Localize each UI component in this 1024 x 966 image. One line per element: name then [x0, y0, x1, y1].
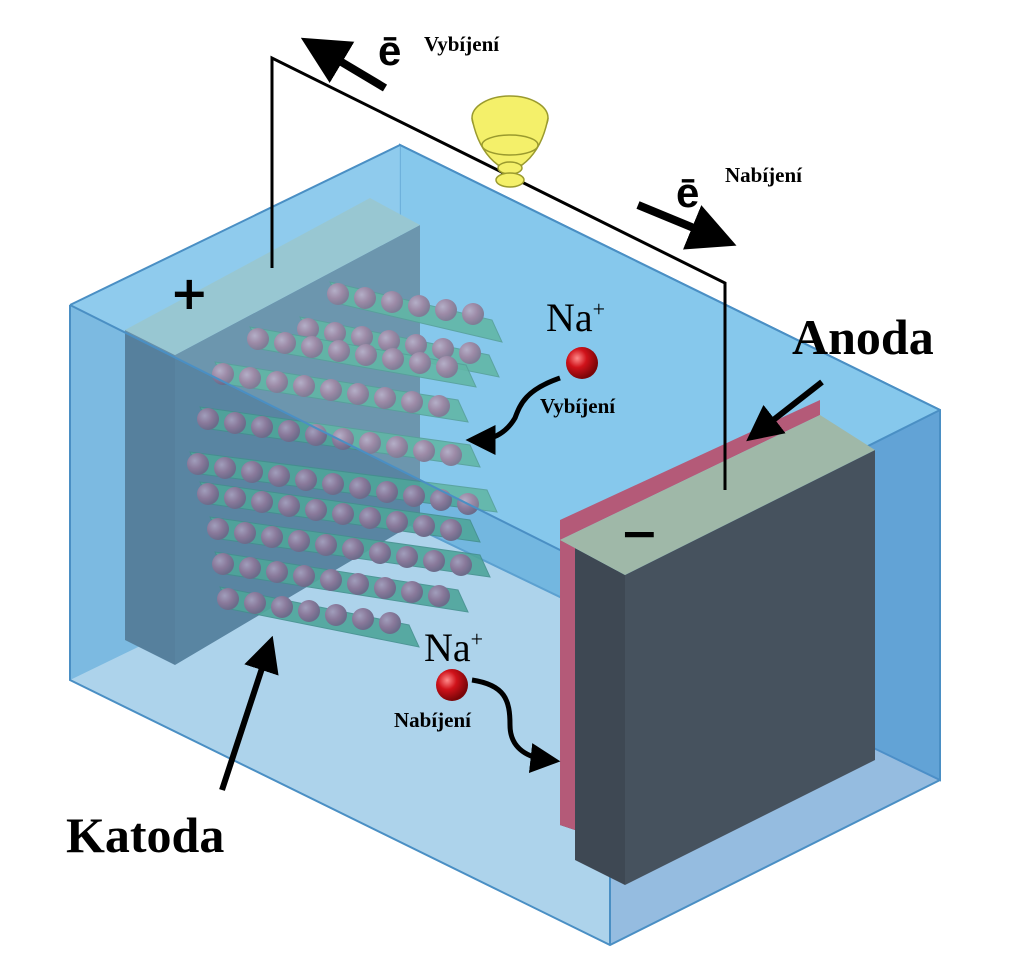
anode-face: [625, 450, 875, 885]
ion-charge-text: +: [592, 296, 606, 322]
cathode-pointer-arrow-icon: [219, 635, 279, 791]
ion-base-text: Na: [424, 625, 471, 670]
ion-label-discharge: Na+: [546, 298, 605, 338]
anode-side: [560, 540, 625, 885]
electron-symbol-charge: ē: [676, 169, 700, 216]
anode-top: [560, 415, 875, 575]
ion-label-charge: Na+: [424, 628, 483, 668]
electron-discharge-label: Vybíjení: [424, 32, 500, 56]
cathode-plus-sign: +: [170, 266, 209, 320]
sodium-ion-discharge: [566, 347, 598, 379]
light-bulb-icon: [471, 95, 549, 188]
electron-discharge-arrow-icon: [300, 37, 388, 92]
ion-discharge-label: Vybíjení: [540, 394, 616, 418]
electron-charge-arrow-icon: [636, 201, 737, 250]
box-top-front-edge: [69, 304, 611, 576]
anode-label: Anoda: [792, 309, 934, 365]
anode-pointer-arrow-icon: [746, 379, 824, 442]
ion-discharge-path-arrow-icon: [465, 375, 561, 455]
ion-charge-text: +: [470, 626, 484, 652]
box-left-face: [70, 305, 610, 945]
ion-charge-path-arrow-icon: [471, 677, 561, 773]
box-edges: [69, 143, 941, 947]
cathode-label: Katoda: [66, 807, 225, 863]
anode-film-side: [560, 540, 575, 830]
anode-minus-sign: −: [620, 506, 659, 560]
ion-charge-label: Nabíjení: [394, 708, 472, 732]
sodium-ion-charge: [436, 669, 468, 701]
electron-charge-label: Nabíjení: [725, 163, 803, 187]
electron-symbol-discharge: ē: [378, 27, 402, 74]
ion-base-text: Na: [546, 295, 593, 340]
